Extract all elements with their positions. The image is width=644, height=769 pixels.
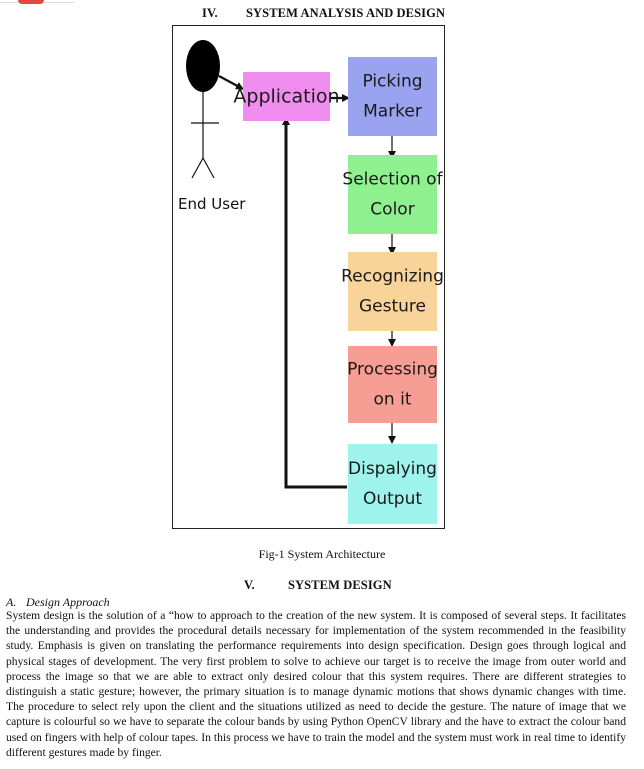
flow-node-box — [348, 57, 437, 136]
flow-node-label: Selection of — [342, 170, 443, 190]
section-title: SYSTEM ANALYSIS AND DESIGN — [246, 6, 446, 20]
flow-node-box — [243, 72, 330, 121]
subsection-heading: A. Design Approach — [6, 595, 110, 610]
flow-node-label: Color — [370, 200, 414, 220]
subsection-letter: A. — [6, 595, 17, 609]
subsection-title: Design Approach — [26, 595, 110, 609]
flow-node-box — [348, 252, 437, 331]
flow-node-box — [348, 444, 437, 524]
end-user-label: End User — [178, 195, 246, 213]
flow-node-label: Recognizing — [341, 267, 444, 287]
architecture-diagram: End User Application PickingMarkerSelecti… — [178, 40, 444, 524]
flow-node-label: Application — [233, 86, 339, 108]
flow-node-label: Output — [363, 489, 422, 509]
flow-node-application: Application — [233, 72, 340, 121]
flow-node-box — [348, 346, 437, 423]
section-number: IV. — [202, 6, 218, 20]
flow-node-label: Picking — [362, 72, 422, 92]
flow-node-box — [348, 155, 437, 234]
flow-node-selection-of-color: Selection of Color — [342, 155, 444, 234]
section-heading-iv: IV. SYSTEM ANALYSIS AND DESIGN — [202, 6, 445, 21]
figure-caption: Fig-1 System Architecture — [258, 547, 386, 561]
section-heading-v: V. SYSTEM DESIGN — [244, 578, 392, 593]
logo-fragment — [0, 0, 74, 4]
flow-node-processing-on-it: Processing on it — [347, 346, 438, 423]
flow-node-label: Processing — [347, 360, 438, 380]
flow-node-label: on it — [374, 390, 412, 410]
end-user-icon — [186, 40, 220, 179]
arrow-user-to-application — [218, 75, 244, 90]
flow-node-label: Gesture — [359, 297, 426, 317]
body-paragraph: System design is the solution of a “how … — [6, 609, 626, 759]
section-number: V. — [244, 578, 255, 592]
section-title: SYSTEM DESIGN — [288, 578, 392, 592]
feedback-arrow-output-to-application — [282, 117, 347, 489]
flow-node-label: Dispalying — [348, 459, 437, 479]
flow-node-label: Marker — [363, 102, 422, 122]
